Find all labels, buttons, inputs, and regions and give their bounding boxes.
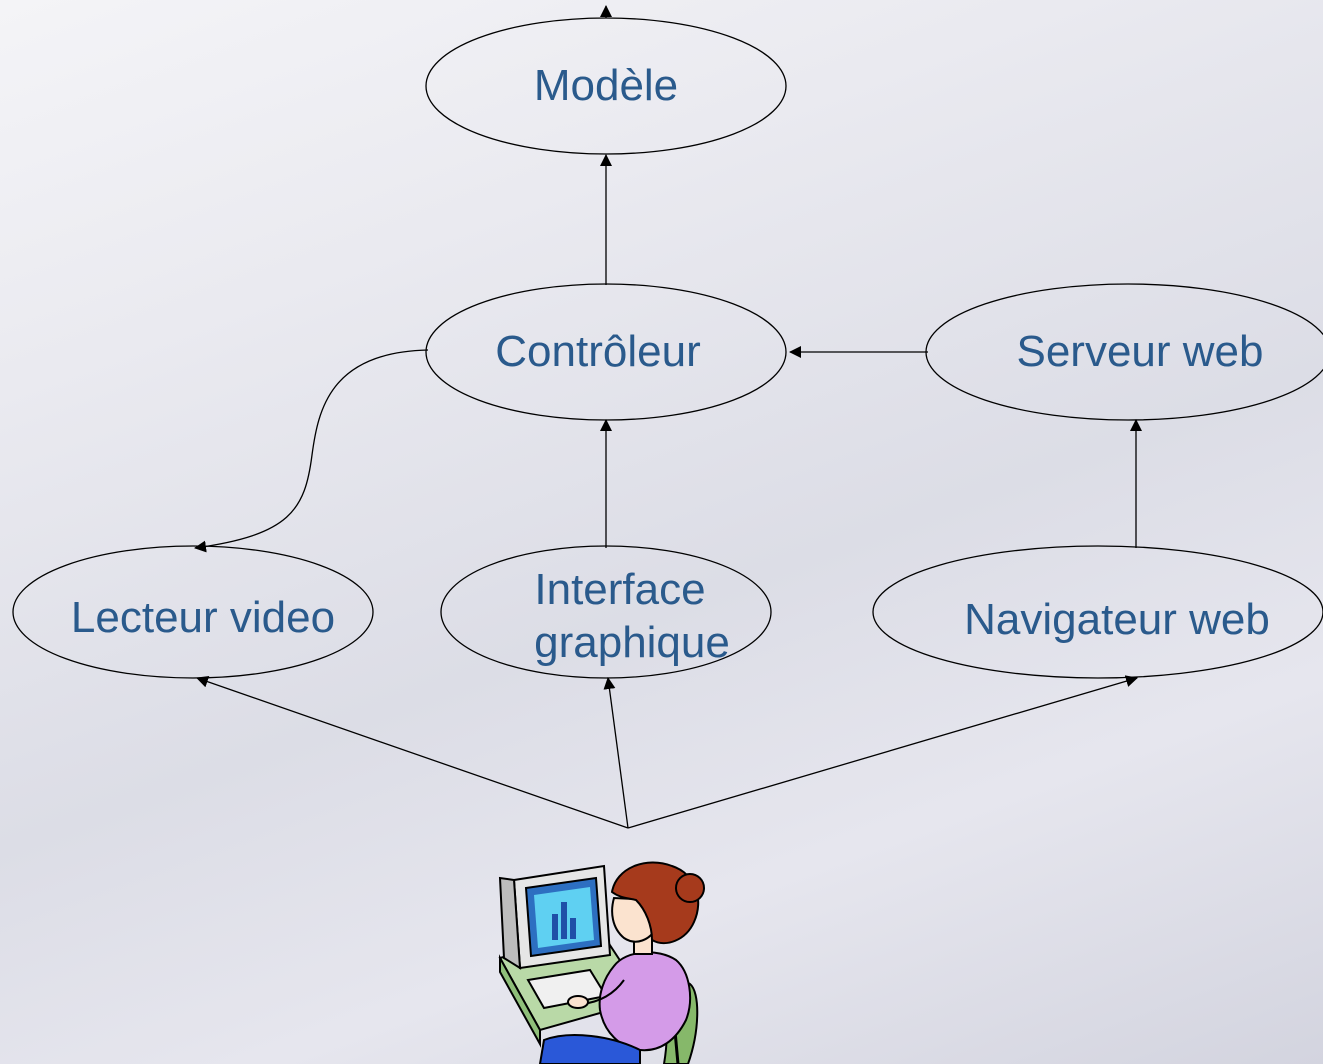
screen-bar-1 [552,914,558,940]
node-navigateur-web-shape [872,545,1323,679]
edge-user-to-navigateur [627,675,1138,829]
node-serveur-web-label: Serveur web [1016,327,1263,376]
pants [538,1034,641,1064]
node-controleur: Contrôleur [425,283,787,421]
edge-user-to-lecteur [196,675,629,829]
edge-user-to-interface [603,677,629,829]
screen-bar-2 [561,902,567,939]
node-lecteur-video-label: Lecteur video [71,593,335,642]
node-interface-graphique-label-line2: graphique [534,618,730,667]
hair-bun [675,873,705,903]
node-serveur-web-shape [925,283,1323,421]
node-serveur-web: Serveur web [925,283,1323,421]
diagram-edges [194,5,1142,829]
node-modele-shape [425,17,787,155]
node-navigateur-web-label: Navigateur web [964,595,1270,644]
node-controleur-label: Contrôleur [495,327,700,376]
node-navigateur-web: Navigateur web [872,545,1323,679]
screen-bar-3 [570,918,576,939]
monitor-side [498,876,522,970]
node-modele: Modèle [425,17,787,155]
person-at-computer-icon [498,861,705,1064]
node-interface-graphique: Interface graphique [440,545,772,679]
sweater [598,951,692,1052]
hand [567,995,589,1009]
node-modele-label: Modèle [534,61,678,110]
node-lecteur-video: Lecteur video [12,545,374,679]
node-controleur-shape [425,283,787,421]
node-interface-graphique-shape [440,545,772,679]
node-lecteur-video-shape [12,545,374,679]
desk-front [499,954,541,1048]
edge-controleur-to-lecteur [194,349,429,553]
node-interface-graphique-label-line1: Interface [534,565,705,614]
